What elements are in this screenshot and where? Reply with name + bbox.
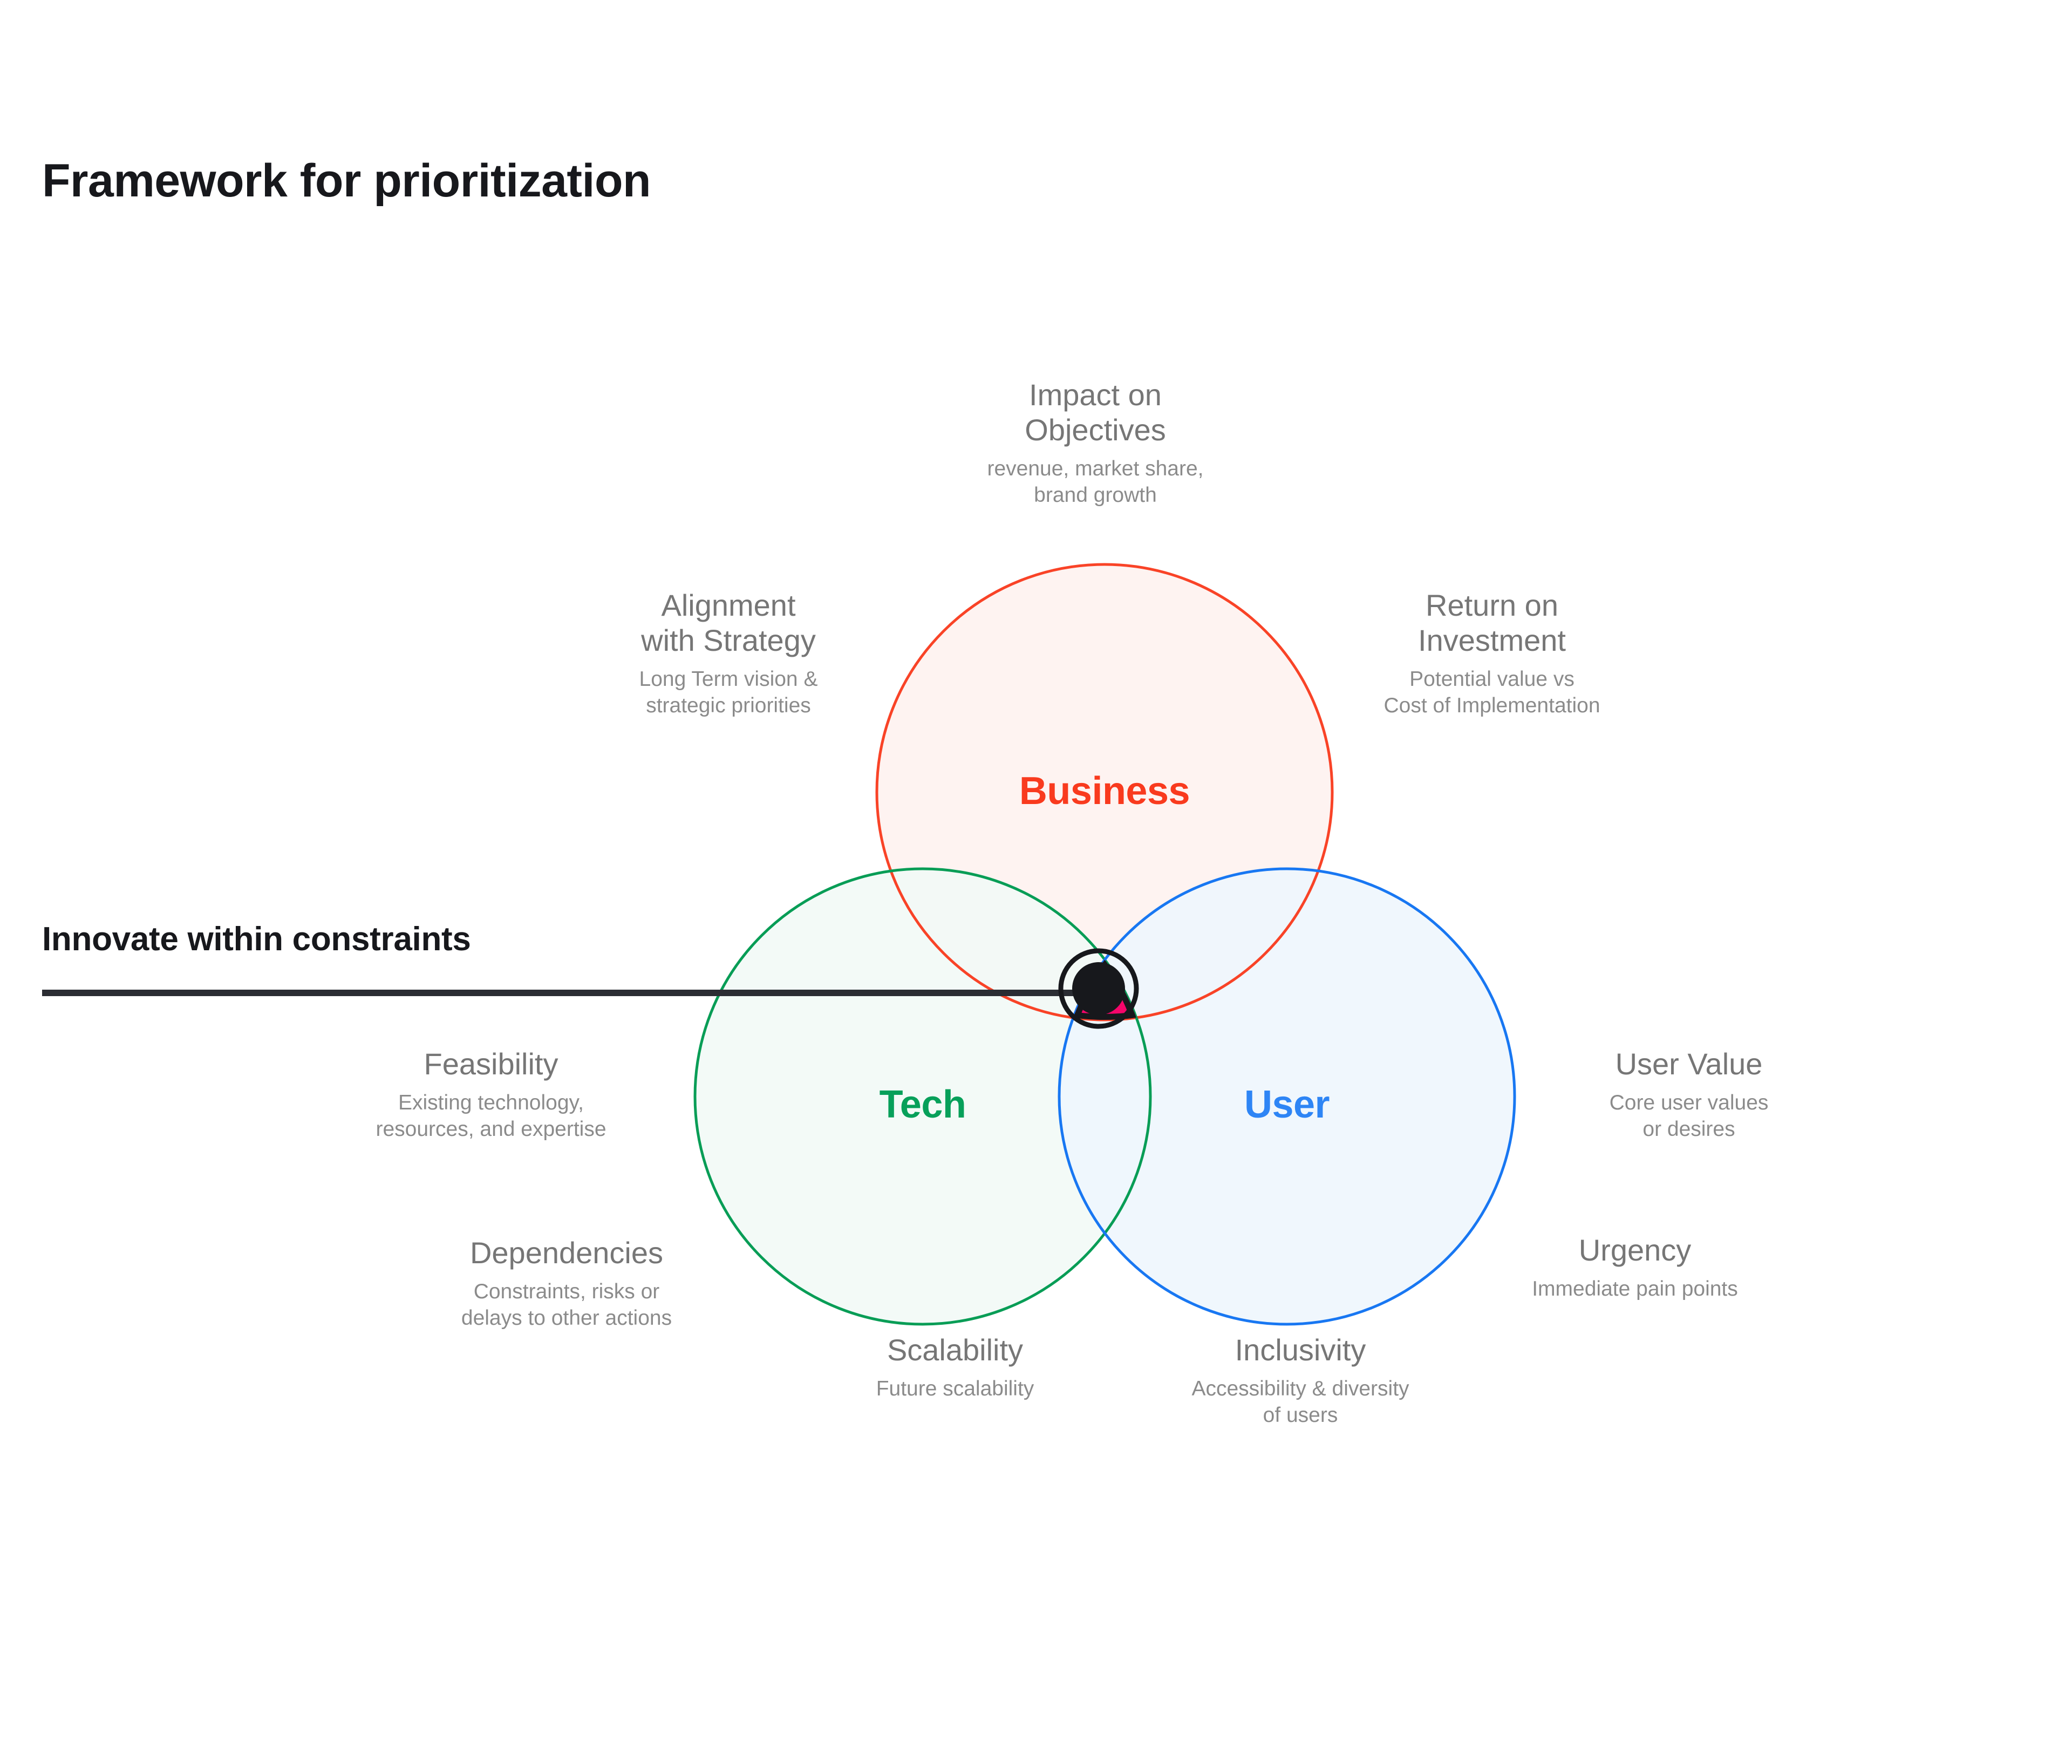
page-title: Framework for prioritization [42,155,651,207]
callout-urgency: Urgency Immediate pain points [1473,1233,1797,1302]
callout-alignment-with-strategy: Alignment with Strategy Long Term vision… [561,588,896,719]
circle-label-user: User [1244,1083,1330,1126]
callout-scalability: Scalability Future scalability [788,1333,1122,1402]
constraint-label: Innovate within constraints [42,921,471,958]
callout-subtitle: Future scalability [876,1377,1034,1400]
callout-title: Urgency [1578,1233,1692,1267]
callout-subtitle: Immediate pain points [1532,1277,1738,1300]
callout-feasibility: Feasibility Existing technology, resourc… [329,1047,653,1142]
callout-subtitle: Existing technology, resources, and expe… [376,1091,606,1141]
circle-label-tech: Tech [879,1083,966,1126]
callout-subtitle: Accessibility & diversity of users [1191,1377,1409,1427]
callout-title: Impact on Objectives [1025,378,1166,447]
callout-title: User Value [1615,1047,1763,1081]
callout-user-value: User Value Core user values or desires [1543,1047,1835,1142]
callout-impact-on-objectives: Impact on Objectives revenue, market sha… [896,378,1295,508]
callout-subtitle: Core user values or desires [1609,1091,1769,1141]
callout-inclusivity: Inclusivity Accessibility & diversity of… [1139,1333,1462,1428]
callout-title: Feasibility [424,1047,558,1081]
sweet-spot-ring [1058,948,1139,1029]
callout-return-on-investment: Return on Investment Potential value vs … [1317,588,1667,719]
callout-subtitle: Constraints, risks or delays to other ac… [461,1279,672,1330]
callout-title: Return on Investment [1418,588,1566,657]
circle-label-business: Business [1019,769,1190,813]
callout-subtitle: Potential value vs Cost of Implementatio… [1383,667,1600,718]
sweet-spot-dot [1072,962,1125,1015]
callout-title: Alignment with Strategy [641,588,816,657]
callout-subtitle: Long Term vision & strategic priorities [639,667,818,718]
callout-title: Dependencies [469,1236,664,1270]
callout-dependencies: Dependencies Constraints, risks or delay… [405,1236,728,1331]
callout-subtitle: revenue, market share, brand growth [987,457,1204,507]
callout-title: Scalability [887,1333,1024,1367]
callout-title: Inclusivity [1235,1333,1366,1367]
